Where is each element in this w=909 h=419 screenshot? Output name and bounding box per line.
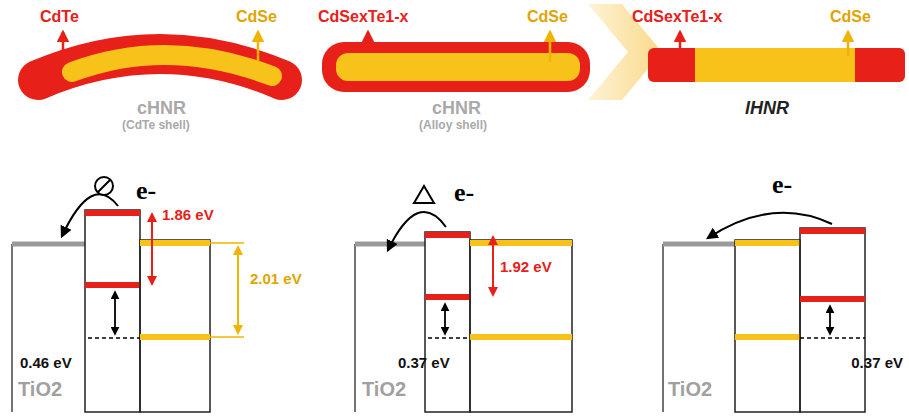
structure-label: CdSe	[830, 8, 871, 26]
nanorod-curved	[38, 32, 282, 80]
electron-label: e-	[454, 178, 474, 208]
structure-label: lHNR	[745, 98, 789, 119]
electron-label: e-	[136, 176, 156, 206]
energy-label: 1.86 eV	[162, 206, 214, 223]
band-diagram-alloy-shell	[355, 186, 572, 412]
structure-label: CdSexTe1-x	[632, 8, 722, 26]
energy-label: 1.92 eV	[500, 258, 552, 275]
energy-label: 0.37 eV	[851, 354, 903, 371]
structure-label: CdSe	[236, 8, 277, 26]
structure-label: CdTe	[40, 8, 79, 26]
electron-label: e-	[772, 170, 792, 200]
energy-label: 0.37 eV	[398, 354, 450, 371]
energy-label: 0.46 eV	[20, 354, 72, 371]
structure-label: CdSexTe1-x	[318, 8, 408, 26]
energy-label: 2.01 eV	[250, 270, 302, 287]
nanorod-alloy-shell	[322, 32, 590, 92]
band-diagram-linear	[663, 213, 865, 412]
band-diagram-cdte-shell	[12, 177, 244, 412]
structure-label: cHNR	[432, 98, 481, 119]
material-label: TiO2	[18, 378, 62, 401]
material-label: TiO2	[668, 378, 712, 401]
structure-label: cHNR	[137, 98, 186, 119]
structure-label: (CdTe shell)	[122, 119, 190, 133]
structure-label: (Alloy shell)	[419, 119, 487, 133]
structure-label: CdSe	[527, 8, 568, 26]
nanorod-linear	[648, 32, 905, 82]
material-label: TiO2	[362, 378, 406, 401]
